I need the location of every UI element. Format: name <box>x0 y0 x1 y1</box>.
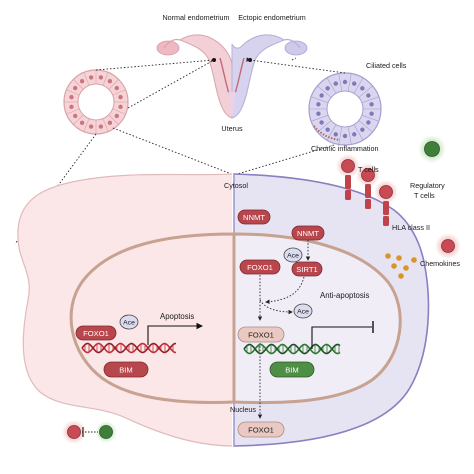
svg-text:Ace: Ace <box>123 320 135 327</box>
chemokines <box>385 253 417 279</box>
normal-endometrium-label: Normal endometrium <box>162 13 229 22</box>
bim-ectopic-box: BIM <box>269 361 315 378</box>
ace-mid-bubble: Ace <box>293 303 313 319</box>
nnmt-right-box: NNMT <box>291 225 325 241</box>
ectopic-endometrium-label: Ectopic endometrium <box>238 13 306 22</box>
connector-lines <box>14 57 346 245</box>
cytosol-label: Cytosol <box>224 181 248 190</box>
nucleus <box>69 232 402 405</box>
foxo1-bottom-box: FOXO1 <box>237 421 285 438</box>
svg-text:FOXO1: FOXO1 <box>248 426 274 435</box>
svg-text:FOXO1: FOXO1 <box>248 331 274 340</box>
regulatory-t-cell <box>418 135 446 163</box>
sirt1-box: SIRT1 <box>291 261 323 277</box>
svg-text:FOXO1: FOXO1 <box>247 263 273 272</box>
t-cells <box>336 154 398 204</box>
nnmt-left-box: NNMT <box>237 209 271 225</box>
svg-text:FOXO1: FOXO1 <box>83 329 109 338</box>
nucleus-label: Nucleus <box>230 405 256 414</box>
anti-apoptosis-label: Anti-apoptosis <box>320 291 370 300</box>
chronic-inflammation-label: Chronic inflammation <box>311 144 379 153</box>
dna-ectopic <box>243 343 341 355</box>
legend-inhibition <box>62 420 117 444</box>
normal-gland <box>63 69 129 135</box>
foxo1-normal-box: FOXO1 <box>75 325 117 341</box>
t-cells-label: T cells <box>358 165 379 174</box>
ectopic-gland <box>308 72 382 146</box>
svg-text:Ace: Ace <box>287 253 299 260</box>
anti-apoptosis-inhibit <box>311 326 372 349</box>
ace-cyto-bubble: Ace <box>283 247 303 263</box>
apoptosis-arrow <box>147 322 204 345</box>
signal-arrows <box>257 240 311 419</box>
foxo1-cyto-box: FOXO1 <box>239 259 281 275</box>
ace-normal-bubble: Ace <box>119 314 139 330</box>
svg-text:Ace: Ace <box>297 309 309 316</box>
apoptosis-label: Apoptosis <box>160 312 194 321</box>
svg-text:BIM: BIM <box>119 366 133 375</box>
dna-normal <box>81 342 177 354</box>
svg-text:SIRT1: SIRT1 <box>296 265 317 274</box>
hla-receptors <box>345 175 389 226</box>
svg-text:NNMT: NNMT <box>297 229 319 238</box>
chemokine-cell <box>435 233 461 259</box>
svg-text:NNMT: NNMT <box>243 213 265 222</box>
uterus-illustration <box>156 34 308 119</box>
chemokines-label: Chemokines <box>420 259 460 268</box>
foxo1-ectopic-box: FOXO1 <box>237 326 285 343</box>
ciliated-cells-label: Ciliated cells <box>366 61 407 70</box>
hla-class-ii-label: HLA class II <box>392 223 430 232</box>
bim-normal-box: BIM <box>103 361 149 378</box>
regulatory-t-cells-label-2: T cells <box>414 191 435 200</box>
regulatory-t-cells-label-1: Regulatory <box>410 181 445 190</box>
uterus-label: Uterus <box>221 124 243 133</box>
svg-text:BIM: BIM <box>285 366 299 375</box>
